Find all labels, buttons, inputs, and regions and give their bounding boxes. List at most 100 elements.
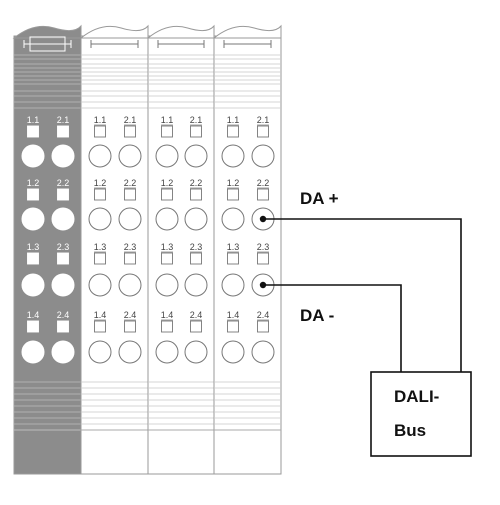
terminal-label: 1.4 <box>161 310 174 320</box>
da-plus-wire <box>263 218 462 372</box>
terminal-marker-square <box>94 188 106 201</box>
dali-bus-box-line1: DALI- <box>394 387 439 406</box>
terminal-marker-square <box>27 188 39 201</box>
terminal-circle <box>88 144 112 168</box>
da-minus-wire <box>263 284 402 372</box>
terminal-marker-square <box>190 252 202 265</box>
dali-bus-box-line2: Bus <box>394 421 426 440</box>
dali-bus-box-frame <box>370 371 472 457</box>
terminal-marker-square <box>94 320 106 333</box>
terminal-marker-square <box>190 188 202 201</box>
terminal-label: 1.2 <box>27 178 40 188</box>
terminal-label: 2.2 <box>124 178 137 188</box>
terminal-circle <box>184 207 208 231</box>
terminal-label: 2.1 <box>257 115 270 125</box>
module-torn-edge <box>146 24 215 39</box>
terminal-circle <box>51 340 75 364</box>
terminal-circle <box>88 340 112 364</box>
terminal-row-2: 1.2 2.2 <box>21 178 75 231</box>
terminal-marker-square <box>257 188 269 201</box>
terminal-row-3: 1.3 2.3 <box>21 242 75 297</box>
terminal-label: 1.3 <box>27 242 40 252</box>
terminal-circle <box>155 144 179 168</box>
terminal-label: 2.2 <box>190 178 203 188</box>
terminal-row-2: 1.2 2.2 <box>155 178 208 231</box>
terminal-circle <box>21 273 45 297</box>
terminal-circle <box>251 144 275 168</box>
terminal-label: 1.1 <box>227 115 240 125</box>
terminal-circle <box>88 207 112 231</box>
terminal-label: 1.2 <box>161 178 174 188</box>
terminal-marker-square <box>27 125 39 138</box>
terminal-circle <box>221 144 245 168</box>
terminal-circle <box>251 340 275 364</box>
terminal-circle <box>184 144 208 168</box>
terminal-circle <box>118 207 142 231</box>
terminal-marker-square <box>57 125 69 138</box>
terminal-label: 1.4 <box>94 310 107 320</box>
terminal-label: 2.4 <box>257 310 270 320</box>
terminal-label: 2.3 <box>190 242 203 252</box>
terminal-marker-square <box>257 125 269 138</box>
terminal-marker-square <box>257 252 269 265</box>
signal-label-da-minus: DA - <box>300 306 334 325</box>
terminal-label: 2.2 <box>57 178 70 188</box>
terminal-label: 1.3 <box>161 242 174 252</box>
module-body <box>147 35 215 475</box>
module-bracket-frame <box>29 36 66 52</box>
terminal-label: 1.3 <box>94 242 107 252</box>
terminal-label: 2.2 <box>257 178 270 188</box>
module-body <box>80 35 149 475</box>
terminal-circle <box>51 144 75 168</box>
terminal-label: 2.1 <box>190 115 203 125</box>
terminal-label: 2.3 <box>57 242 70 252</box>
terminal-circle <box>184 340 208 364</box>
terminal-label: 1.4 <box>227 310 240 320</box>
module-torn-edge <box>12 24 82 39</box>
terminal-circle <box>184 273 208 297</box>
module-body <box>13 35 82 475</box>
terminal-circle <box>221 340 245 364</box>
terminal-circle <box>155 207 179 231</box>
terminal-circle <box>88 273 112 297</box>
module-torn-edge <box>212 24 282 39</box>
terminal-row-3: 1.3 2.3 <box>88 242 142 297</box>
terminal-marker-square <box>124 252 136 265</box>
terminal-marker-square <box>227 125 239 138</box>
terminal-marker-square <box>124 125 136 138</box>
terminal-circle <box>51 273 75 297</box>
terminal-marker-square <box>257 320 269 333</box>
terminal-marker-square <box>190 125 202 138</box>
terminal-label: 1.1 <box>161 115 174 125</box>
terminal-marker-square <box>190 320 202 333</box>
terminal-row-1: 1.1 2.1 <box>221 115 275 168</box>
terminal-marker-square <box>124 320 136 333</box>
terminal-circle <box>221 273 245 297</box>
terminal-marker-square <box>57 320 69 333</box>
terminal-marker-square <box>94 125 106 138</box>
terminal-label: 1.2 <box>94 178 107 188</box>
signal-label-da-plus: DA + <box>300 189 339 208</box>
terminal-label: 2.3 <box>124 242 137 252</box>
terminal-circle <box>221 207 245 231</box>
terminal-row-3: 1.3 2.3 <box>155 242 208 297</box>
terminal-circle <box>118 144 142 168</box>
module-body <box>213 35 282 475</box>
terminal-row-2: 1.2 2.2 <box>88 178 142 231</box>
terminal-row-1: 1.1 2.1 <box>155 115 208 168</box>
terminal-marker-square <box>161 320 173 333</box>
terminal-marker-square <box>124 188 136 201</box>
terminal-marker-square <box>57 252 69 265</box>
terminal-marker-square <box>57 188 69 201</box>
dali-bus-box: DALI- Bus <box>370 371 472 457</box>
